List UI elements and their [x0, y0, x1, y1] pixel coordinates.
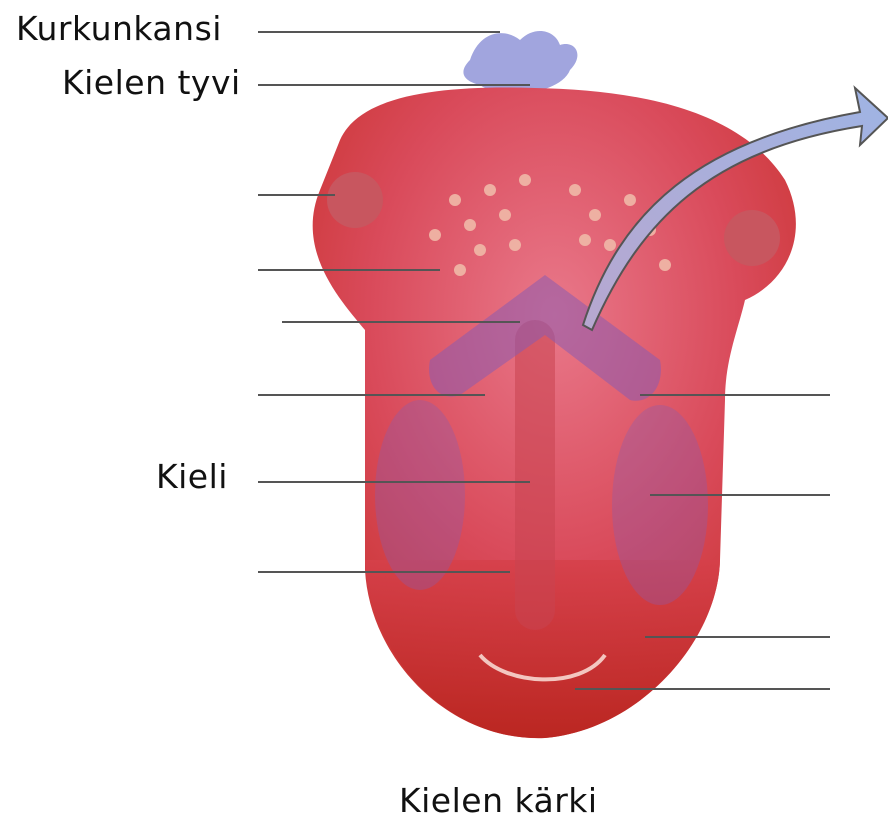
- left-bump: [327, 172, 383, 228]
- right-bump: [724, 210, 780, 266]
- tongue-label: Kieli: [156, 460, 228, 493]
- central-groove: [515, 320, 555, 630]
- tongue-tip-label: Kielen kärki: [399, 784, 598, 817]
- epiglottis-label: Kurkunkansi: [16, 12, 222, 45]
- left-side-zone: [375, 400, 465, 590]
- right-side-zone: [612, 405, 708, 605]
- tongue-base-label: Kielen tyvi: [62, 66, 241, 99]
